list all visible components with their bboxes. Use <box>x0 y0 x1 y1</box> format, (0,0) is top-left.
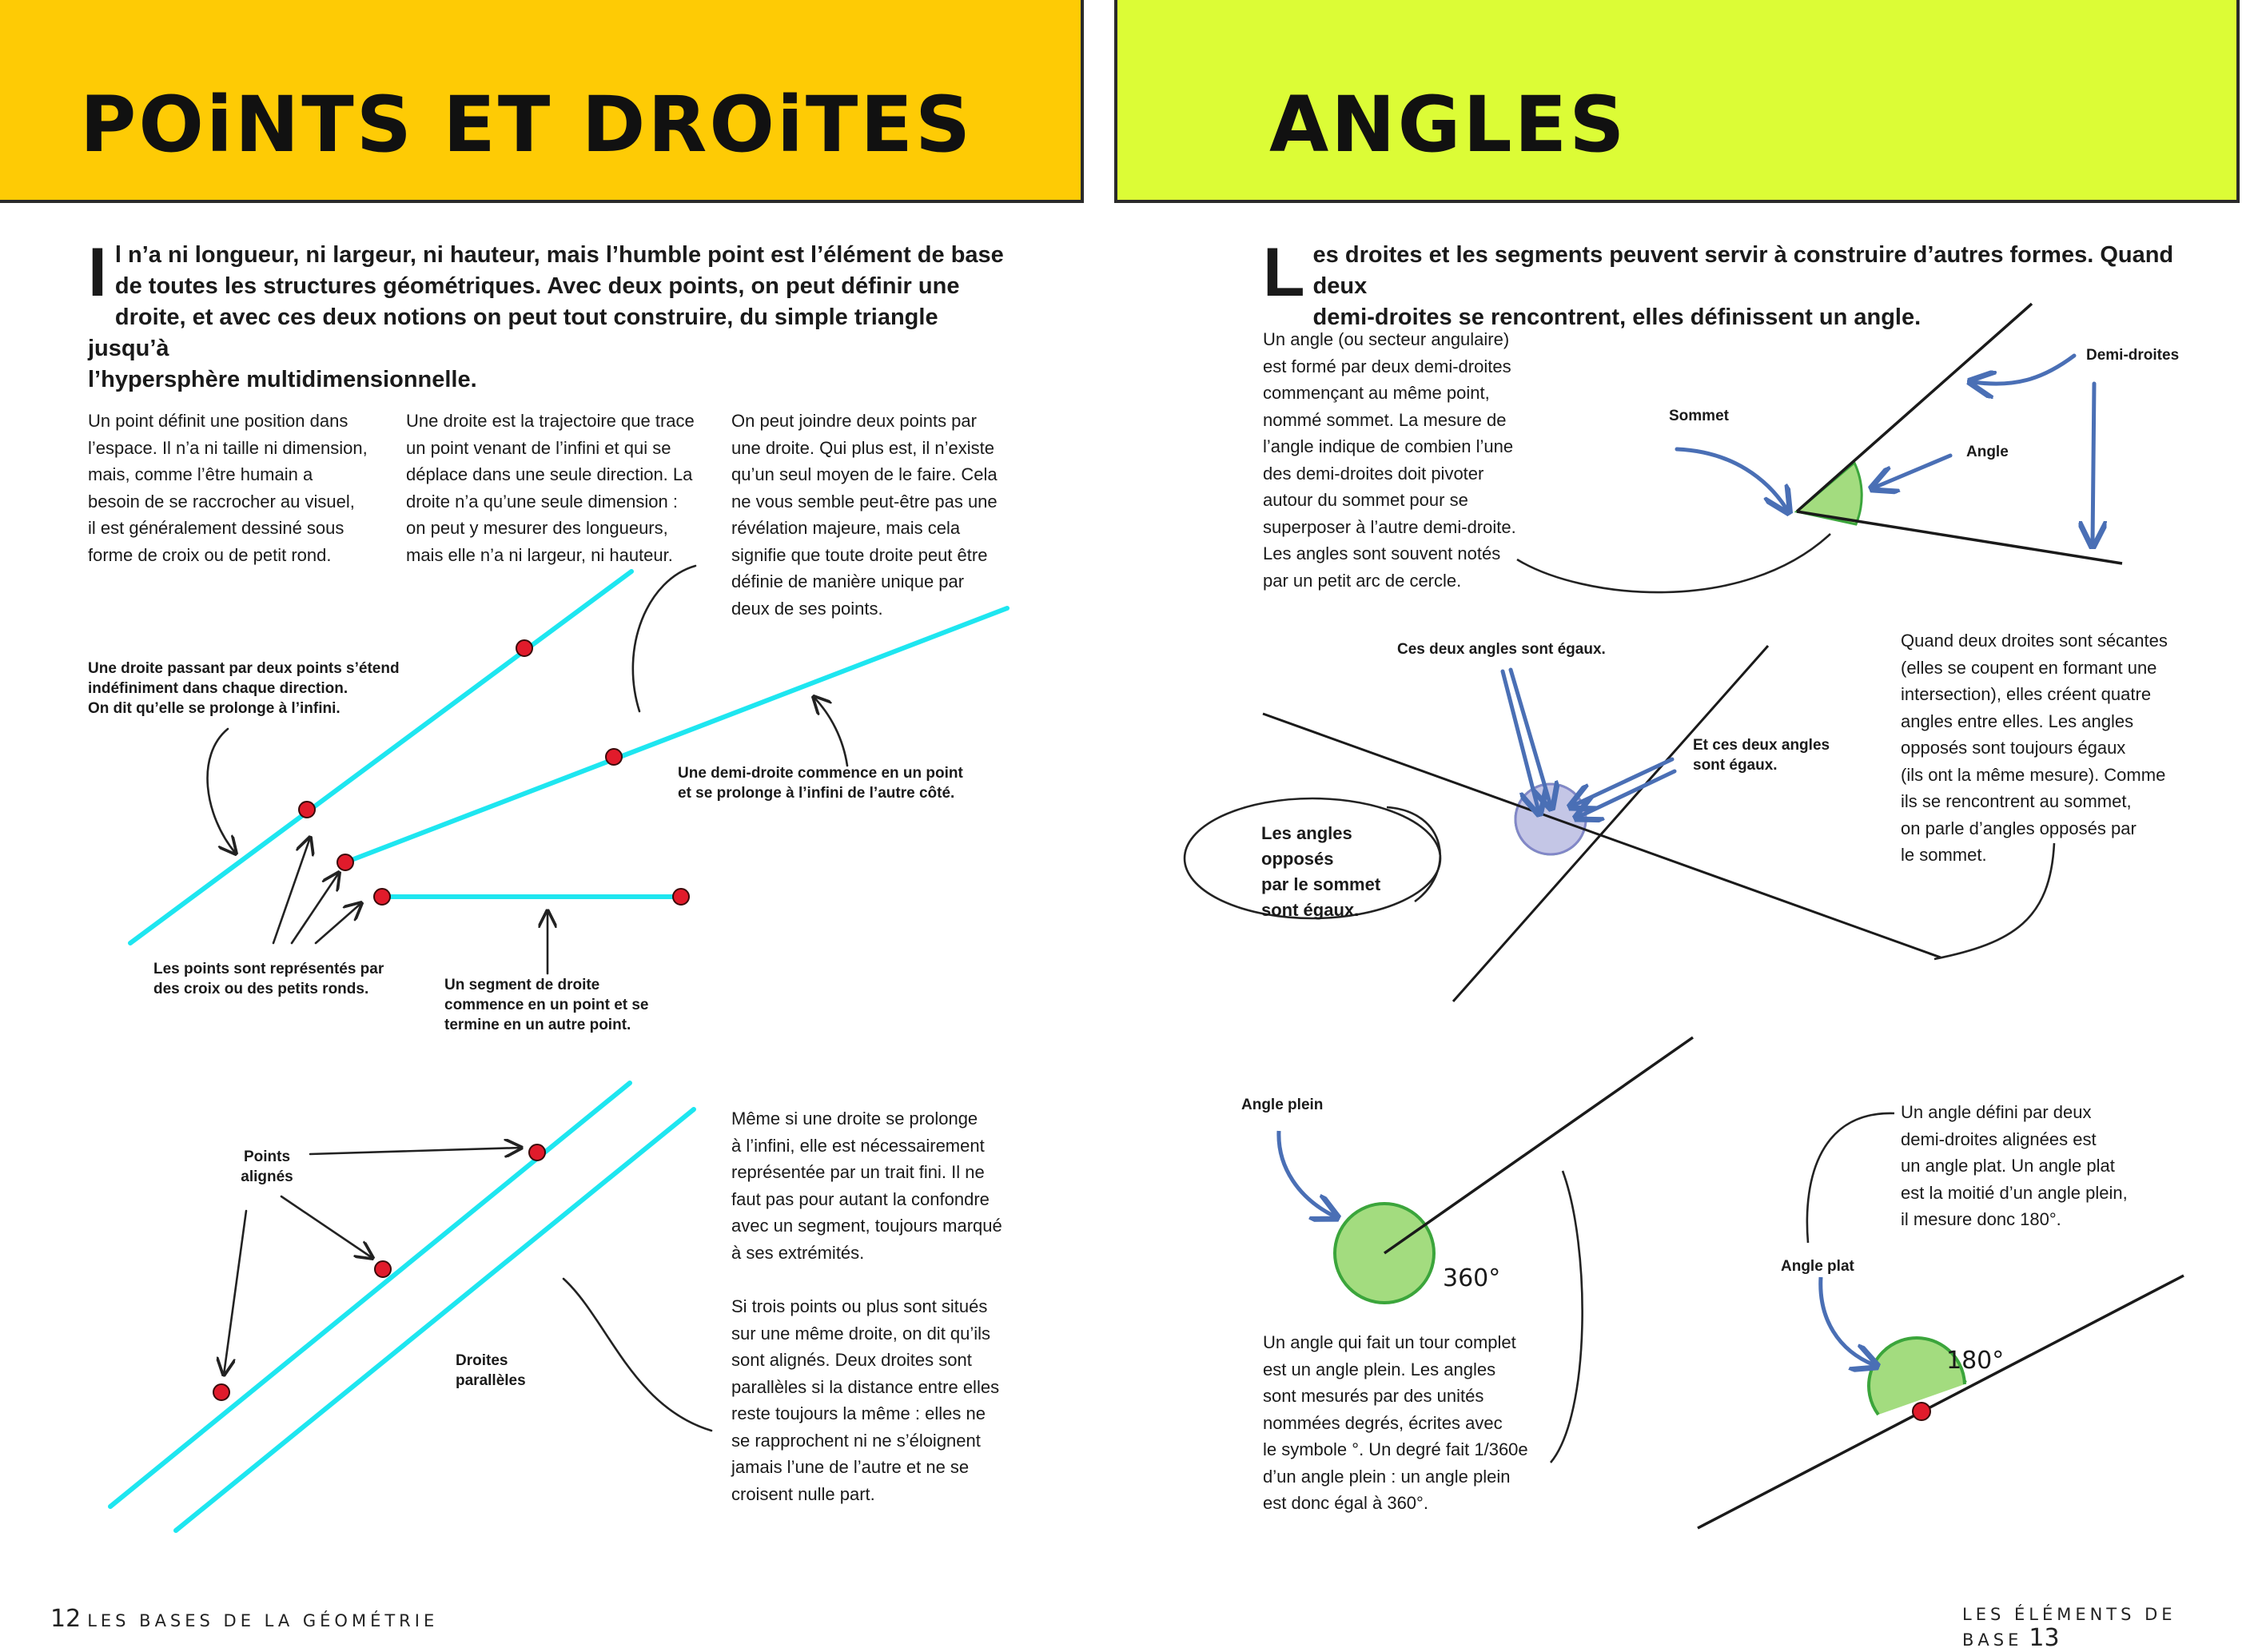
left-intro: I l n’a ni longueur, ni largeur, ni haut… <box>88 234 1007 396</box>
label-points: Les points sont représentés par des croi… <box>153 961 384 997</box>
left-arrows <box>206 564 849 1432</box>
right-intro: L es droites et les segments peuvent ser… <box>1263 234 2182 333</box>
left-col3b-text: Même si une droite se prolonge à l’infin… <box>731 1109 1002 1263</box>
angle-plein-text: Un angle qui fait un tour complet est un… <box>1263 1332 1528 1513</box>
secantes-text: Quand deux droites sont sécantes (elles … <box>1901 631 2168 865</box>
left-intro-text: l n’a ni longueur, ni largeur, ni hauteu… <box>88 242 1004 392</box>
intersection-diagram <box>1183 645 2056 1002</box>
label-segment: Un segment de droite commence en un poin… <box>444 977 649 1033</box>
label-demi-droite: Une demi-droite commence en un point et … <box>678 765 963 802</box>
label-angles-egaux-2: Et ces deux angles sont égaux. <box>1693 737 1830 774</box>
left-page-number: 12 <box>50 1605 82 1633</box>
right-drop-cap: L <box>1263 234 1305 311</box>
right-intro-text: es droites et les segments peuvent servi… <box>1312 242 2174 330</box>
label-angle: Angle <box>1966 444 2009 460</box>
point <box>605 748 623 766</box>
left-footer-text: LES BASES DE LA GÉOMÉTRIE <box>87 1611 439 1630</box>
point <box>672 888 690 906</box>
right-page-title: ANGLES <box>1269 80 1627 169</box>
droite-line <box>128 569 634 945</box>
label-demi-droites: Demi-droites <box>2086 347 2180 364</box>
point <box>373 888 391 906</box>
label-sommet: Sommet <box>1669 408 1729 424</box>
left-col1-text: Un point définit une position dans l’esp… <box>88 411 368 565</box>
label-angles-opposes: Les angles opposés par le sommet sont ég… <box>1261 823 1381 920</box>
degree-180: 180° <box>1946 1347 2005 1375</box>
label-angle-plein: Angle plein <box>1241 1097 1324 1113</box>
angle-diagram <box>1516 302 2123 594</box>
label-angles-egaux-1: Ces deux angles sont égaux. <box>1397 641 1606 658</box>
aligned-points-line <box>108 1081 632 1509</box>
point <box>516 639 533 657</box>
left-points <box>213 639 690 1401</box>
label-droite: Une droite passant par deux points s’éte… <box>88 660 400 717</box>
right-header-band: ANGLES <box>1114 0 2240 203</box>
left-header-band: POiNTS ET DROiTES <box>0 0 1084 203</box>
angle-definition-text: Un angle (ou secteur angulaire) est form… <box>1263 329 1516 591</box>
point <box>374 1260 392 1278</box>
left-page-title: POiNTS ET DROiTES <box>80 80 974 169</box>
parallel-line <box>173 1107 696 1533</box>
left-col3-text: On peut joindre deux points par une droi… <box>731 411 998 619</box>
straight-angle-diagram <box>1697 1112 2184 1530</box>
degree-360: 360° <box>1443 1264 1501 1292</box>
left-col3c-text: Si trois points ou plus sont situés sur … <box>731 1296 1000 1504</box>
angle-plat-text: Un angle défini par deux demi-droites al… <box>1901 1102 2128 1229</box>
demi-droite-line <box>343 606 1010 865</box>
point <box>337 854 354 871</box>
right-page-number: 13 <box>2029 1624 2060 1652</box>
full-angle-diagram <box>1276 1036 1695 1463</box>
label-angle-plat: Angle plat <box>1781 1258 1854 1275</box>
point <box>528 1144 546 1161</box>
label-droites-paralleles: Droites parallèles <box>456 1352 526 1389</box>
right-footer-text: LES ÉLÉMENTS DE BASE <box>1962 1605 2176 1650</box>
left-drop-cap: I <box>88 234 107 311</box>
point <box>213 1383 230 1401</box>
left-col2-text: Une droite est la trajectoire que trace … <box>406 411 695 565</box>
label-points-alignes: Points alignés <box>241 1148 293 1185</box>
left-footer: 12 LES BASES DE LA GÉOMÉTRIE <box>44 1605 438 1633</box>
point <box>298 801 316 818</box>
